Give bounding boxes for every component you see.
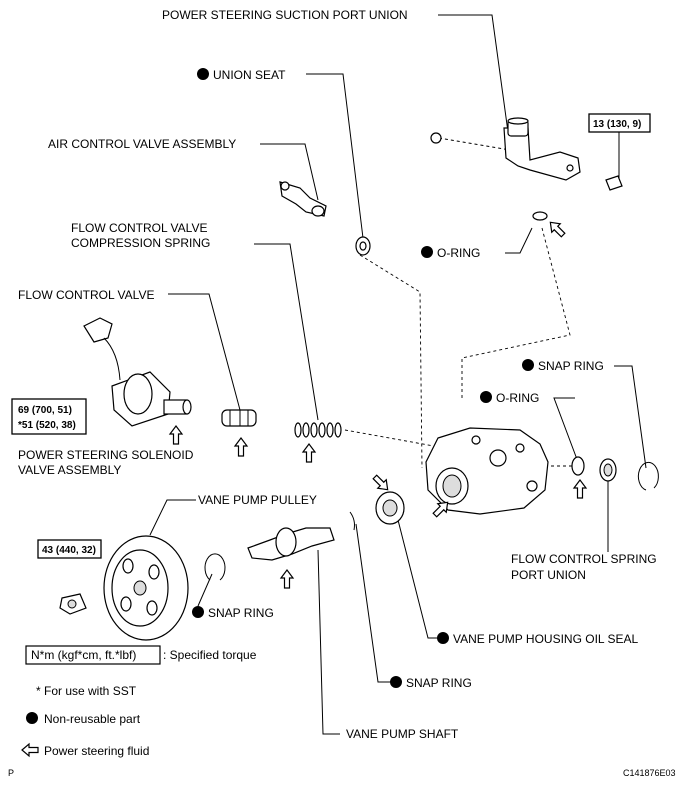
legend-torque-text: : Specified torque bbox=[163, 648, 257, 662]
legend-fluid: Power steering fluid bbox=[44, 744, 149, 758]
suction-port-union bbox=[430, 117, 623, 191]
flow-control-valve bbox=[221, 409, 257, 427]
fluid-arrow-icon bbox=[432, 501, 449, 518]
torque-value: 43 (440, 32) bbox=[42, 545, 96, 556]
label-snap-ring-shaft: SNAP RING bbox=[406, 676, 472, 690]
fluid-arrow-icon bbox=[372, 474, 389, 491]
non-reusable-icon bbox=[480, 391, 492, 403]
label-spring-port-union-line2: PORT UNION bbox=[511, 568, 586, 582]
fluid-arrow-icon bbox=[572, 479, 588, 499]
o-ring-top bbox=[532, 211, 548, 221]
label-suction-port-union: POWER STEERING SUCTION PORT UNION bbox=[162, 8, 408, 22]
fluid-arrow-icon bbox=[301, 443, 317, 463]
torque-value: 13 (130, 9) bbox=[593, 119, 641, 130]
legend-torque-box bbox=[25, 645, 161, 665]
label-solenoid-line1: POWER STEERING SOLENOID bbox=[18, 448, 194, 462]
vane-pump-shaft bbox=[247, 527, 335, 561]
label-vane-pump-shaft: VANE PUMP SHAFT bbox=[346, 727, 459, 741]
leader-lines bbox=[149, 14, 647, 735]
fluid-arrow-icon bbox=[233, 437, 249, 457]
flow-control-spring-port-union bbox=[599, 458, 617, 482]
torque-box-suction-bolt: 13 (130, 9) bbox=[588, 113, 651, 133]
footer-left-mark: P bbox=[8, 768, 14, 778]
non-reusable-icon bbox=[522, 359, 534, 371]
legend-non-reusable: Non-reusable part bbox=[44, 712, 141, 726]
pump-housing bbox=[425, 427, 549, 515]
label-o-ring-top: O-RING bbox=[437, 246, 480, 260]
torque-value-sst: *51 (520, 38) bbox=[18, 420, 76, 431]
fluid-arrow-icon bbox=[168, 425, 184, 445]
torque-box-solenoid: 69 (700, 51) *51 (520, 38) bbox=[11, 398, 87, 435]
fluid-arrow-icon bbox=[549, 221, 566, 238]
pulley-nut bbox=[59, 593, 87, 615]
hollow-arrow-left-icon bbox=[21, 742, 39, 758]
non-reusable-icon bbox=[437, 632, 449, 644]
legend-torque-unit: N*m (kgf*cm, ft.*lbf) bbox=[31, 648, 136, 662]
label-flow-spring-line2: COMPRESSION SPRING bbox=[71, 236, 210, 250]
union-seat bbox=[355, 236, 371, 256]
label-snap-ring-pulley: SNAP RING bbox=[208, 606, 274, 620]
torque-value: 69 (700, 51) bbox=[18, 405, 72, 416]
vane-pump-pulley bbox=[103, 535, 189, 641]
air-control-valve bbox=[279, 181, 327, 217]
label-vane-pump-pulley: VANE PUMP PULLEY bbox=[198, 493, 317, 507]
label-spring-port-union-line1: FLOW CONTROL SPRING bbox=[511, 552, 657, 566]
non-reusable-icon bbox=[197, 68, 209, 80]
figure-code: C141876E03 bbox=[623, 768, 676, 778]
non-reusable-icon bbox=[192, 606, 204, 618]
legend: N*m (kgf*cm, ft.*lbf) : Specified torque… bbox=[21, 645, 257, 758]
o-ring-mid bbox=[571, 456, 585, 476]
snap-ring-shaft bbox=[349, 511, 355, 531]
fluid-arrow-icon bbox=[279, 569, 295, 589]
torque-box-pulley-nut: 43 (440, 32) bbox=[37, 539, 102, 559]
snap-ring-pulley bbox=[204, 553, 226, 581]
snap-ring-right bbox=[637, 461, 659, 491]
label-flow-spring-line1: FLOW CONTROL VALVE bbox=[71, 221, 207, 235]
solenoid-valve-assembly bbox=[83, 317, 192, 427]
legend-sst-note: * For use with SST bbox=[36, 684, 137, 698]
compression-spring bbox=[294, 422, 342, 438]
label-air-control-valve: AIR CONTROL VALVE ASSEMBLY bbox=[48, 137, 236, 151]
label-snap-ring-right: SNAP RING bbox=[538, 359, 604, 373]
label-solenoid-line2: VALVE ASSEMBLY bbox=[18, 463, 121, 477]
label-o-ring-mid: O-RING bbox=[496, 391, 539, 405]
non-reusable-icon bbox=[390, 676, 402, 688]
non-reusable-icon bbox=[421, 246, 433, 258]
label-flow-control-valve: FLOW CONTROL VALVE bbox=[18, 288, 154, 302]
label-housing-oil-seal: VANE PUMP HOUSING OIL SEAL bbox=[453, 632, 638, 646]
housing-oil-seal bbox=[375, 491, 405, 525]
fluid-arrows bbox=[168, 221, 588, 589]
alignment-lines bbox=[344, 137, 575, 469]
filled-circle-icon bbox=[26, 712, 38, 724]
label-union-seat: UNION SEAT bbox=[213, 68, 286, 82]
